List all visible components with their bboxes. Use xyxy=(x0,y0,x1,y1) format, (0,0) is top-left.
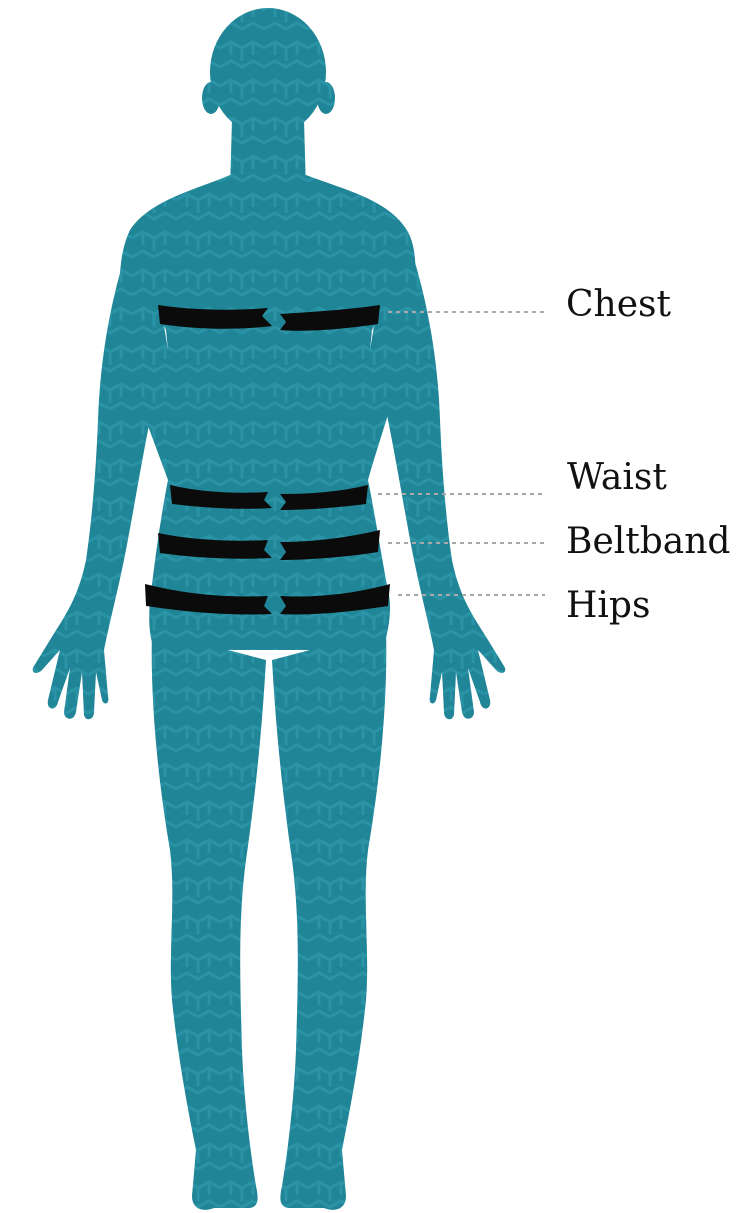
waist-label: Waist xyxy=(567,460,667,496)
body-silhouette xyxy=(33,8,506,1210)
beltband-label: Beltband xyxy=(566,524,730,560)
chest-label: Chest xyxy=(566,287,671,323)
hips-label: Hips xyxy=(566,588,650,624)
